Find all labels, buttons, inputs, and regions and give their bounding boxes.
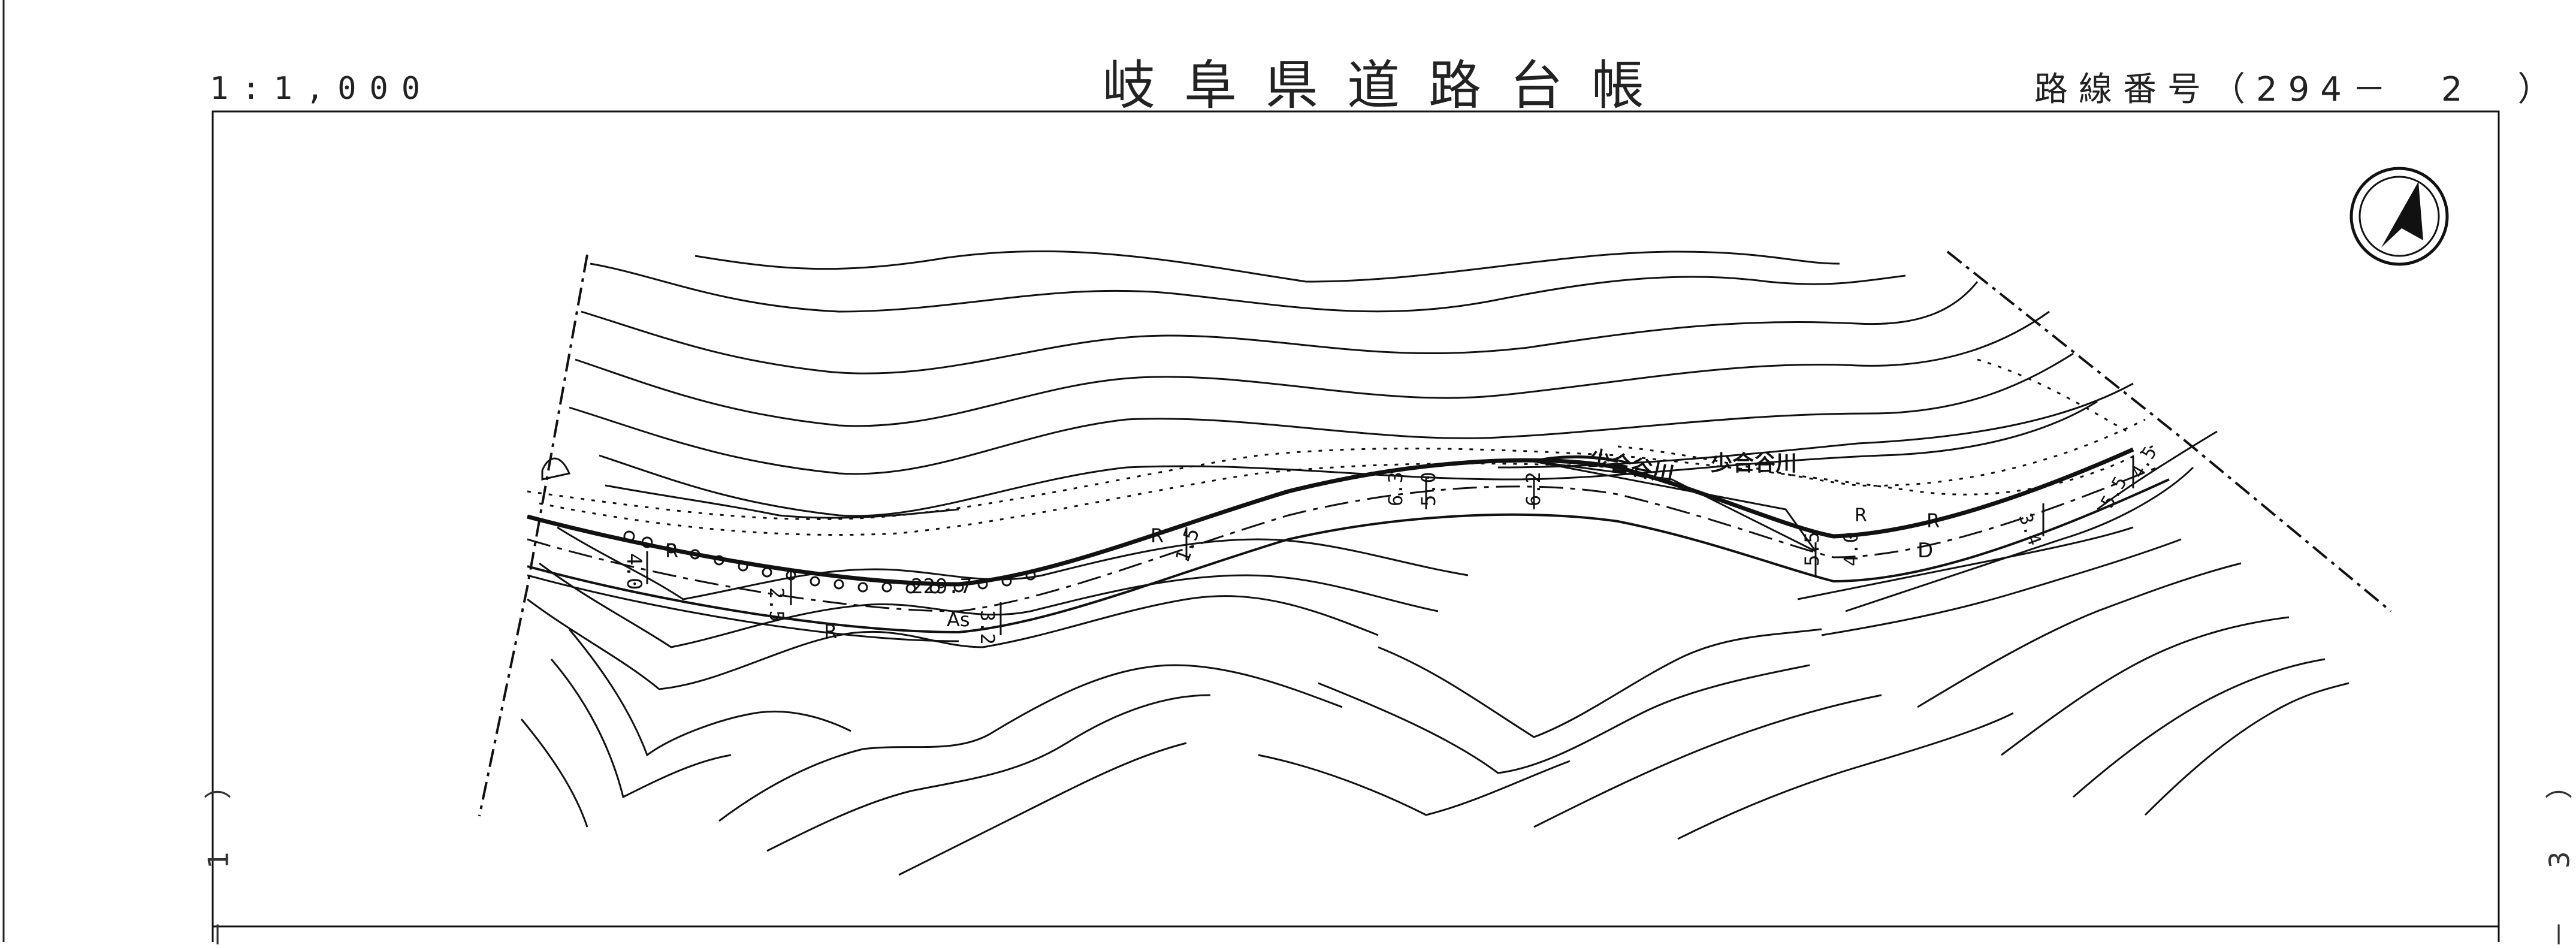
- pond-outline: [541, 457, 571, 481]
- road-r-label: R: [824, 620, 837, 643]
- road-r-label: R: [1855, 505, 1867, 526]
- river-name-label-right: 少合谷川: [1711, 451, 1797, 476]
- road-alignment: [527, 447, 2170, 642]
- route-number: 路線番号（294－ 2 ）: [2034, 70, 2562, 109]
- width-label: 2.5: [765, 587, 788, 622]
- sheet-number-right: － 3 ）: [2543, 750, 2576, 948]
- elevation-label: 229.7: [911, 575, 972, 599]
- width-label: 5.5: [1801, 532, 1823, 566]
- width-label: 5.0: [1417, 472, 1440, 506]
- road-r-label: R: [1150, 524, 1164, 547]
- river-boundary: [527, 358, 2158, 536]
- width-label: 4.0: [1840, 532, 1862, 566]
- page-title: 岐阜県道路台帳: [1103, 55, 1674, 116]
- surface-label: As: [947, 608, 970, 631]
- survey-boundary: [478, 250, 2392, 817]
- stone-wall: [623, 530, 1036, 594]
- north-arrow-icon: [2349, 167, 2449, 266]
- width-label: 3.2: [976, 610, 999, 645]
- width-label: 4.0: [622, 553, 646, 590]
- width-ticks: [646, 455, 2134, 635]
- road-r-label: R: [1926, 509, 1940, 532]
- map-frame: [212, 110, 2500, 942]
- river-bank-line: [1533, 455, 1618, 463]
- road-r-label: R: [665, 539, 678, 562]
- width-label: 6.3: [1384, 472, 1407, 506]
- width-label: 1.5: [1171, 525, 1204, 565]
- road-d-label: D: [1917, 539, 1933, 563]
- scale-label: 1:1,000: [210, 71, 434, 107]
- contour-lines-lower: [520, 466, 2349, 876]
- sheet-number-left: － 1 ）: [202, 750, 235, 948]
- width-label: 6.2: [1522, 472, 1545, 506]
